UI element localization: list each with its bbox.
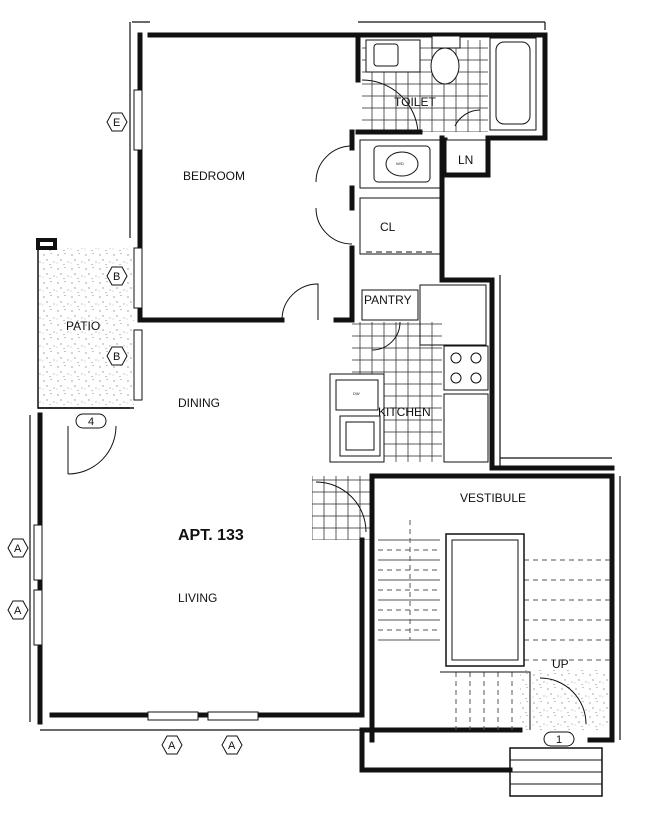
wd-door-swing — [315, 145, 353, 183]
room-label-vestibule: VESTIBULE — [460, 491, 526, 505]
washer-dryer-box — [359, 139, 441, 189]
patio — [36, 238, 134, 409]
bath-fixtures — [365, 35, 537, 174]
pantry-box — [361, 289, 419, 321]
stair-number-callout: 1 — [543, 731, 575, 747]
number-callouts: 4 1 — [75, 413, 575, 747]
landing-floor — [520, 670, 612, 730]
kitchen-counter-top — [419, 284, 487, 346]
bathtub-inner — [495, 41, 531, 125]
windows — [33, 89, 259, 721]
svg-text:B: B — [113, 351, 120, 363]
window-dining-b — [133, 329, 143, 401]
entry-door-swing — [315, 481, 367, 533]
window-living-a2 — [33, 589, 43, 646]
svg-text:A: A — [14, 605, 22, 617]
svg-text:B: B — [113, 271, 120, 283]
room-label-patio: PATIO — [66, 319, 100, 333]
patio-door-swing — [67, 425, 117, 475]
room-label-living: LIVING — [178, 591, 217, 605]
ln-door-swing — [454, 109, 481, 127]
outer-edge-lines — [29, 21, 621, 740]
svg-text:A: A — [168, 740, 176, 752]
window-bedroom-e — [133, 89, 143, 151]
bedroom-door-swing — [281, 283, 319, 321]
toilet-tank — [431, 35, 461, 49]
stair-label-up: UP — [552, 657, 569, 671]
window-tag-a-bottom-right: A — [221, 735, 243, 755]
room-label-dining: DINING — [178, 396, 220, 410]
svg-text:A: A — [228, 740, 236, 752]
apartment-title: APT. 133 — [178, 527, 244, 544]
window-bottom-a2 — [207, 711, 259, 721]
room-label-kitchen: KITCHEN — [378, 405, 431, 419]
room-label-cl: CL — [380, 220, 396, 234]
room-label-ln: LN — [458, 153, 473, 167]
kitchen-fixtures — [329, 284, 489, 463]
floor-fills — [38, 40, 612, 730]
dishwasher — [335, 379, 379, 411]
pantry-door-swing — [371, 321, 401, 351]
range — [443, 345, 489, 391]
walls — [37, 32, 615, 773]
sink — [373, 43, 399, 67]
vestibule-entry-tile — [312, 476, 374, 540]
window-tags: E B B A A A A — [7, 112, 243, 755]
room-label-bedroom: BEDROOM — [183, 169, 245, 183]
closets — [359, 139, 441, 321]
svg-text:A: A — [14, 543, 22, 555]
patio-number-callout: 4 — [75, 413, 107, 429]
stair-lines-left — [378, 539, 440, 641]
room-label-pantry: PANTRY — [364, 293, 412, 307]
kitchen-counter-right — [443, 393, 489, 463]
window-tag-b-upper: B — [106, 266, 128, 286]
washer-dryer — [373, 145, 431, 183]
svg-text:1: 1 — [556, 734, 562, 746]
svg-text:4: 4 — [88, 416, 94, 428]
window-living-a1 — [33, 524, 43, 581]
toilet-door-swing — [361, 79, 419, 133]
closet-cl — [359, 197, 441, 255]
window-tag-b-lower: B — [106, 346, 128, 366]
toilet-bowl — [430, 47, 460, 85]
stair-door-swing — [539, 677, 587, 725]
wall-stair-bottom — [359, 727, 513, 773]
window-tag-a-left-upper: A — [7, 538, 29, 558]
stair-well — [445, 533, 525, 667]
window-tag-a-left-lower: A — [7, 600, 29, 620]
washer-drum — [385, 151, 419, 177]
closet-door-swing — [315, 207, 353, 245]
dishwasher-label: DW — [353, 391, 360, 396]
window-bedroom-b — [133, 247, 143, 309]
stairs — [378, 520, 612, 797]
svg-text:E: E — [113, 117, 120, 129]
washer-dryer-label: W/D — [396, 161, 404, 166]
window-tag-e: E — [106, 112, 128, 132]
door-swings — [67, 79, 587, 725]
window-tag-a-bottom-left: A — [161, 735, 183, 755]
window-bottom-a1 — [147, 711, 199, 721]
linen-door — [445, 139, 487, 174]
room-label-toilet: TOILET — [394, 95, 436, 109]
